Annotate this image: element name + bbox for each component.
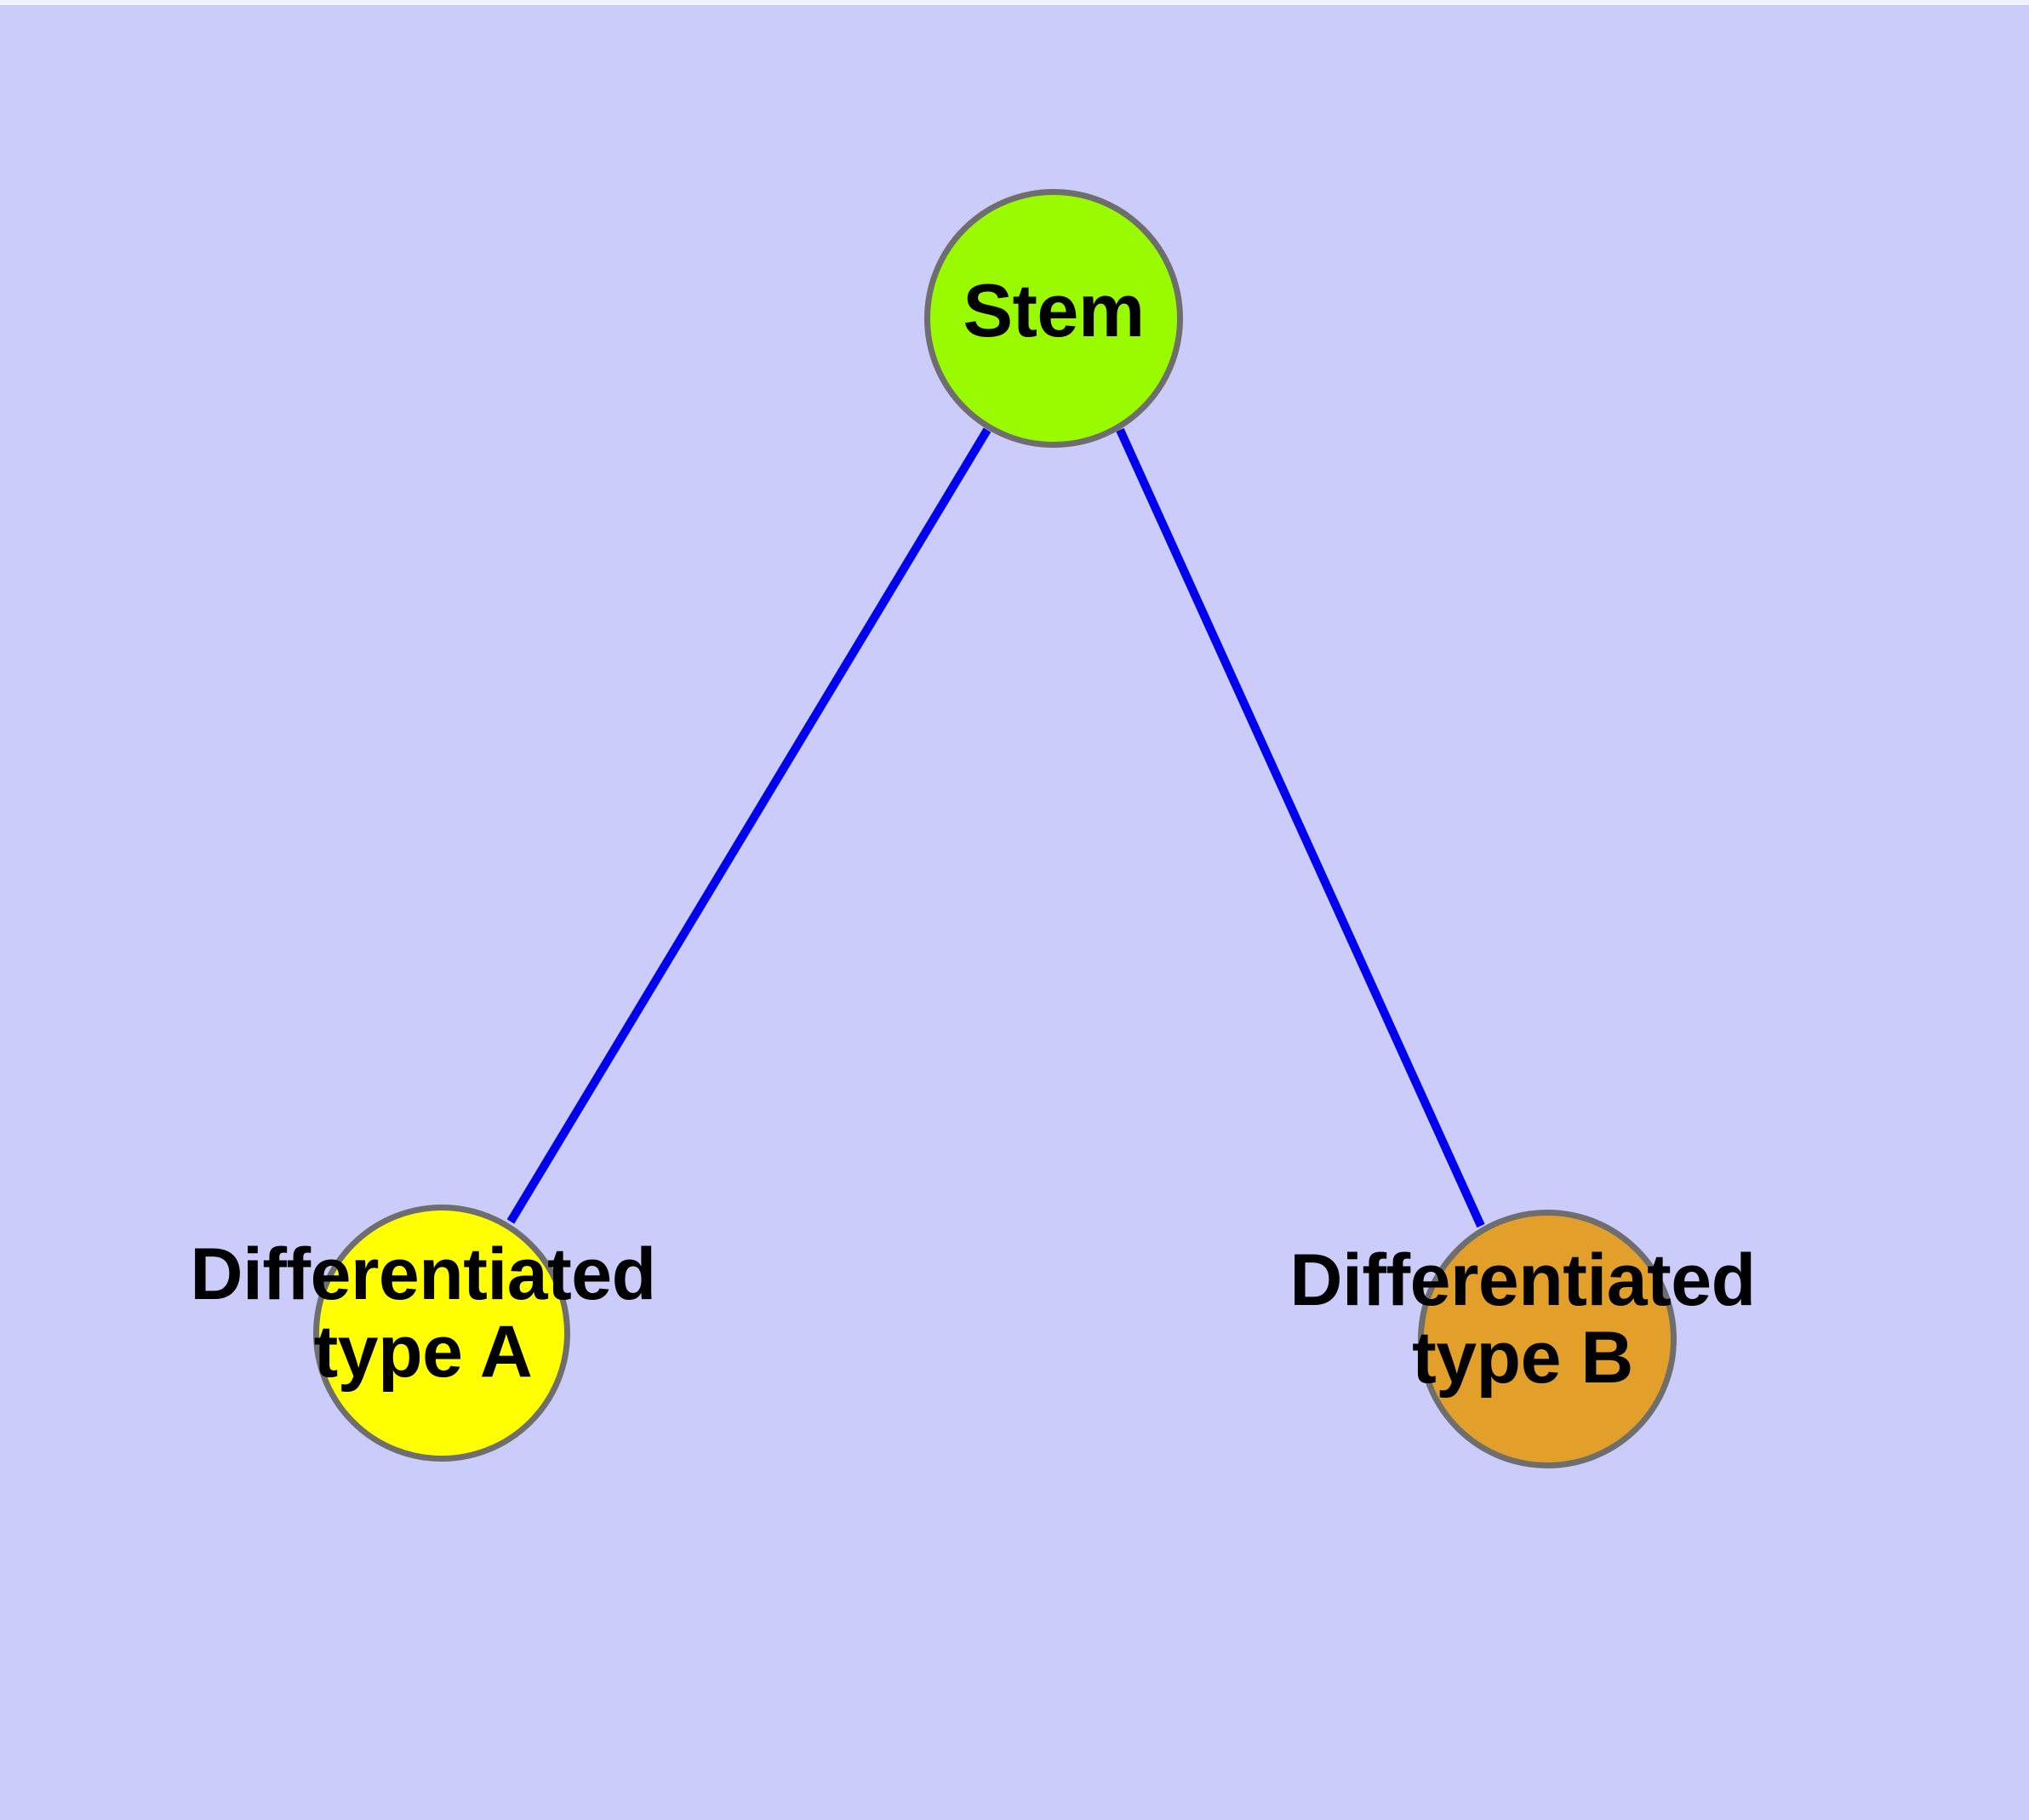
node-differentiated-type-a[interactable] [313, 1205, 570, 1462]
node-differentiated-type-b[interactable] [1418, 1210, 1677, 1468]
node-stem[interactable] [924, 189, 1183, 448]
edge-stem-to-differentiated-type-b [1116, 427, 1485, 1228]
edge-stem-to-differentiated-type-a [506, 427, 992, 1224]
